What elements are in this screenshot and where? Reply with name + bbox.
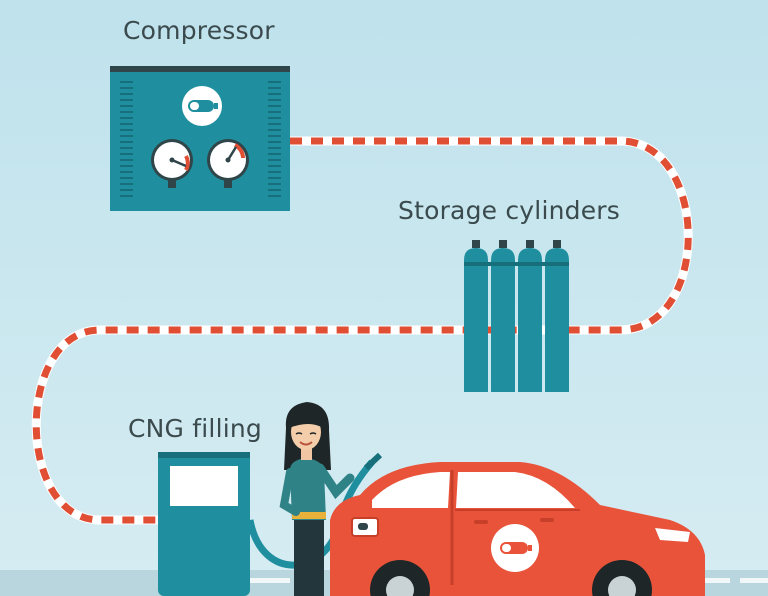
storage-cylinders-label: Storage cylinders <box>398 196 620 225</box>
person-icon <box>279 402 355 596</box>
pressure-gauge-icon <box>151 139 193 188</box>
compressor-label: Compressor <box>123 16 275 45</box>
road-markings <box>250 578 768 583</box>
fuel-pump-icon <box>158 452 250 596</box>
car-icon <box>330 462 705 596</box>
compressor-unit <box>110 66 290 211</box>
compressor-vents <box>120 81 281 197</box>
pressure-gauge-icon <box>207 139 249 188</box>
pipeline <box>31 136 693 525</box>
gas-tank-badge-icon <box>182 86 222 126</box>
cng-filling-label: CNG filling <box>128 414 262 443</box>
gas-cylinders-icon <box>464 240 569 392</box>
